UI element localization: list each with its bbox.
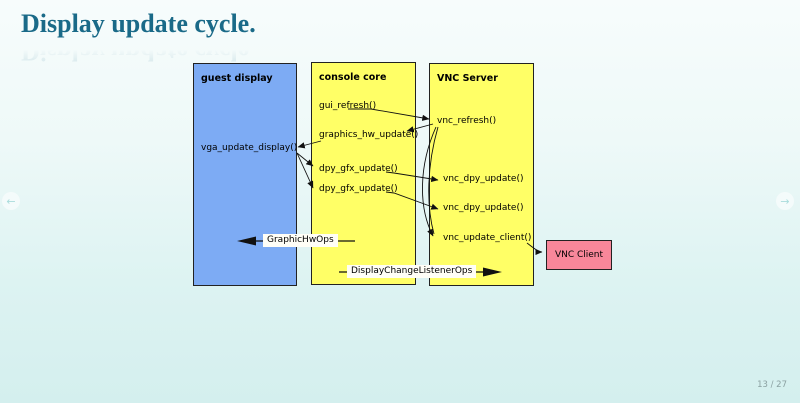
previous-slide-button[interactable]: ← [2,192,20,210]
label-vnc-update-client: vnc_update_client() [443,233,532,243]
right-arrow-icon: → [780,194,790,208]
vnc-client-box-title: VNC Client [554,250,604,260]
next-slide-button[interactable]: → [776,192,794,210]
page-number: 13 / 27 [757,380,787,390]
label-vnc-dpy-update-1: vnc_dpy_update() [443,174,524,184]
title-reflection: Display update cycle. [21,37,256,66]
vnc-server-box-title: VNC Server [437,73,498,84]
label-vnc-dpy-update-2: vnc_dpy_update() [443,203,524,213]
vnc-client-box: VNC Client [546,240,612,270]
guest-display-box-title: guest display [201,73,273,84]
console-core-box-title: console core [319,72,387,83]
page-title: Display update cycle. [21,9,256,38]
label-graphics-hw-update: graphics_hw_update() [319,130,419,140]
guest-display-box: guest display [193,63,297,286]
label-dpy-gfx-update-1: dpy_gfx_update() [319,164,398,174]
left-arrow-icon: ← [6,194,16,208]
display-change-listener-ops-label: DisplayChangeListenerOps [347,265,477,278]
label-gui-refresh: gui_refresh() [319,101,377,111]
label-vga-update-display: vga_update_display() [201,143,298,153]
graphic-hw-ops-label: GraphicHwOps [263,234,338,247]
label-dpy-gfx-update-2: dpy_gfx_update() [319,184,398,194]
label-vnc-refresh: vnc_refresh() [437,116,497,126]
